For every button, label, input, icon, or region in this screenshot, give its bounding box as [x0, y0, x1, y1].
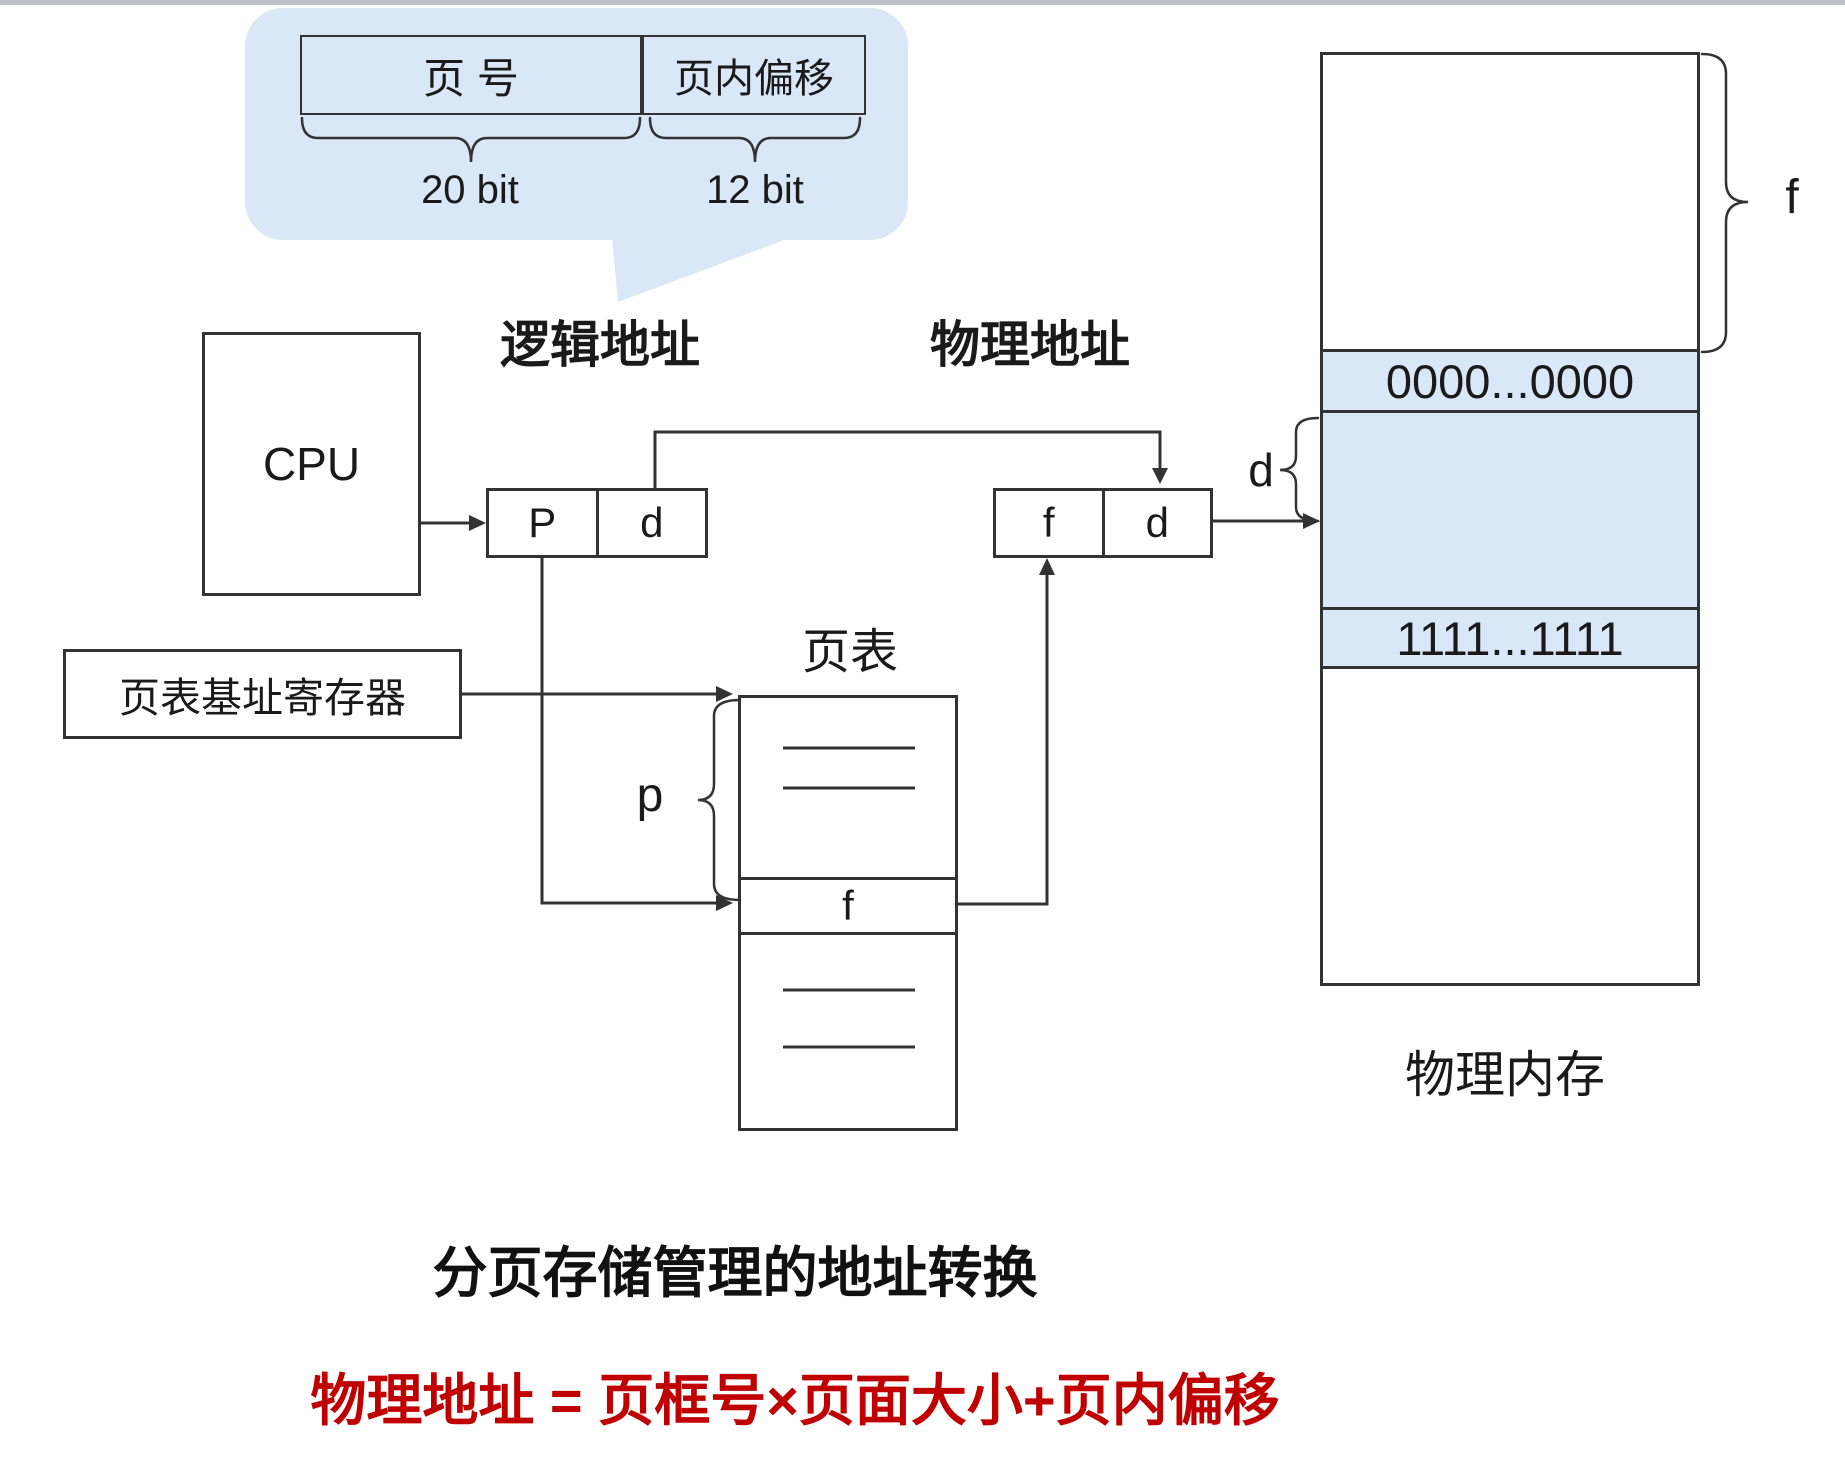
- memory-free-region-top: [1323, 55, 1697, 352]
- physical-address-register: f d: [993, 488, 1213, 558]
- memory-d-brace: [1279, 416, 1320, 523]
- address-format-callout-bubble: [245, 8, 908, 240]
- physical-memory-column: 0000...0000 1111...1111: [1320, 52, 1700, 986]
- page-table-title: 页表: [801, 626, 898, 679]
- logical-offset-field: d: [595, 491, 706, 555]
- page-table-frame-entry: f: [741, 880, 955, 935]
- page-table-base-register-box: 页表基址寄存器: [63, 649, 462, 739]
- arrowhead: [469, 515, 486, 531]
- physical-offset-field: d: [1101, 491, 1211, 555]
- page-number-brace: [300, 116, 642, 163]
- page-offset-bits-label: 12 bit: [706, 168, 804, 212]
- slide-top-rule: [0, 0, 1845, 5]
- physical-frame-field: f: [1042, 499, 1055, 546]
- f-brace-label: f: [1785, 171, 1799, 224]
- memory-row-one: 1111...1111: [1323, 610, 1697, 669]
- d-brace-label: d: [1248, 444, 1274, 496]
- cpu-box: CPU: [202, 332, 421, 596]
- callout-tail: [612, 236, 795, 302]
- logical-address-title: 逻辑地址: [500, 317, 700, 373]
- page-table-p-brace: [697, 698, 742, 902]
- logical-d-to-physical-d-line: [653, 430, 1162, 488]
- arrowhead: [716, 895, 733, 911]
- page-offset-field-label: 页内偏移: [674, 57, 834, 101]
- page-offset-field-box: 页内偏移: [642, 35, 866, 115]
- page-table-base-register-label: 页表基址寄存器: [119, 675, 406, 721]
- arrowhead: [716, 686, 733, 702]
- memory-target-frame: [1323, 413, 1697, 610]
- physical-address-title: 物理地址: [930, 317, 1130, 373]
- page-table-upper-entries: [741, 698, 955, 880]
- page-number-field-box: 页 号: [300, 35, 642, 115]
- memory-row-zero: 0000...0000: [1323, 352, 1697, 413]
- memory-free-region-bottom: [1323, 669, 1697, 983]
- diagram-caption: 分页存储管理的地址转换: [432, 1242, 1038, 1304]
- physical-address-formula: 物理地址 = 页框号×页面大小+页内偏移: [310, 1369, 1280, 1432]
- arrowhead: [1152, 468, 1168, 484]
- page-number-field-label: 页 号: [423, 54, 519, 102]
- page-offset-brace: [648, 116, 862, 163]
- page-table-f-to-physical-f-line: [958, 575, 1049, 906]
- page-number-bits-label: 20 bit: [421, 168, 519, 212]
- physical-memory-title: 物理内存: [1405, 1047, 1605, 1103]
- p-brace-label: p: [636, 769, 664, 822]
- memory-f-brace: [1700, 52, 1749, 354]
- logical-address-register: P d: [486, 488, 708, 558]
- page-table: f: [738, 695, 958, 1131]
- cpu-label: CPU: [262, 438, 361, 490]
- logical-page-field: P: [528, 499, 557, 546]
- p-to-page-table-line: [540, 557, 717, 905]
- arrowhead: [1039, 558, 1055, 575]
